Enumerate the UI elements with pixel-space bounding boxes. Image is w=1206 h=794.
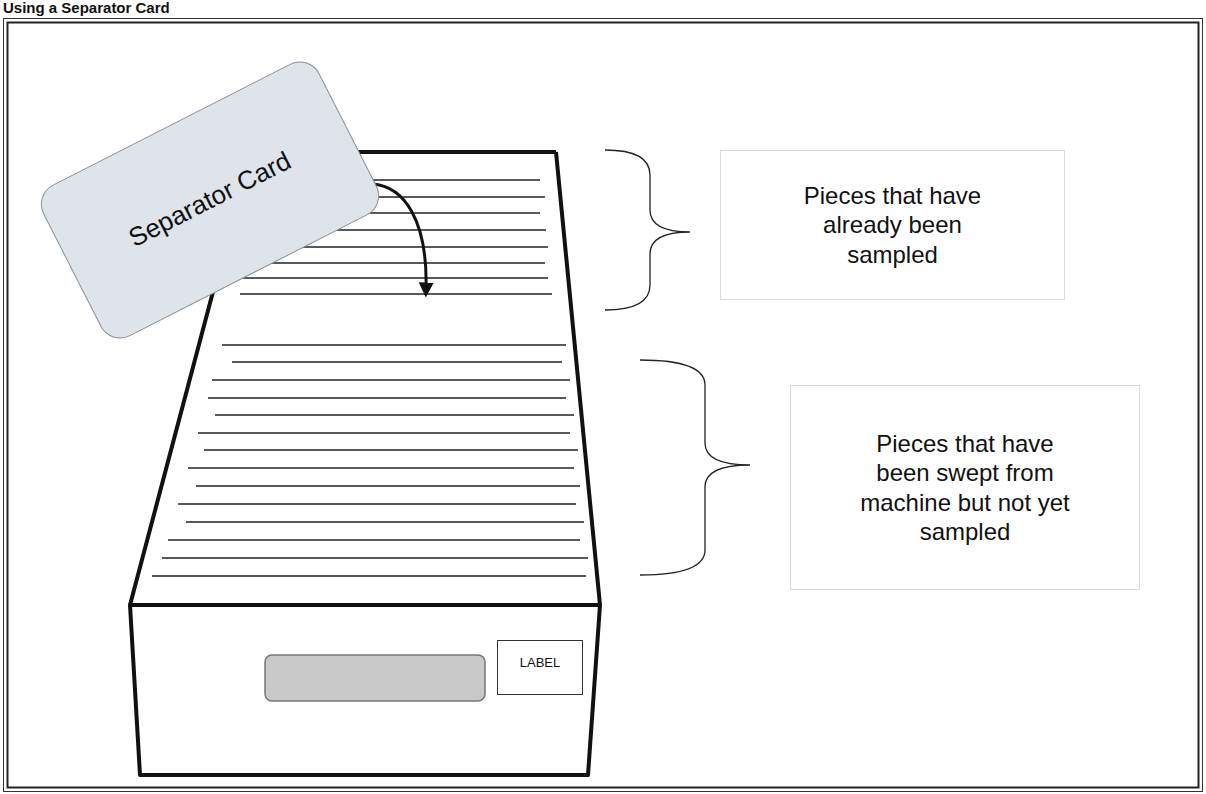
- callout-text: Pieces that have been swept from machine…: [847, 429, 1083, 546]
- card-text: Separator Card: [124, 146, 297, 255]
- insert-arrow: [372, 184, 426, 290]
- figure-title: Using a Separator Card: [3, 0, 170, 16]
- callout-box: Pieces that have already been sampled: [720, 150, 1065, 300]
- label-text: LABEL: [520, 655, 560, 671]
- tray-label: LABEL: [497, 640, 583, 695]
- separator-card: Separator Card: [33, 54, 386, 346]
- callout-text: Pieces that have already been sampled: [783, 181, 1002, 269]
- mail-pieces-unsampled: [152, 345, 588, 576]
- page-frame: [4, 19, 1203, 792]
- tray-handle: [265, 655, 485, 701]
- callout-box: Pieces that have been swept from machine…: [790, 385, 1140, 590]
